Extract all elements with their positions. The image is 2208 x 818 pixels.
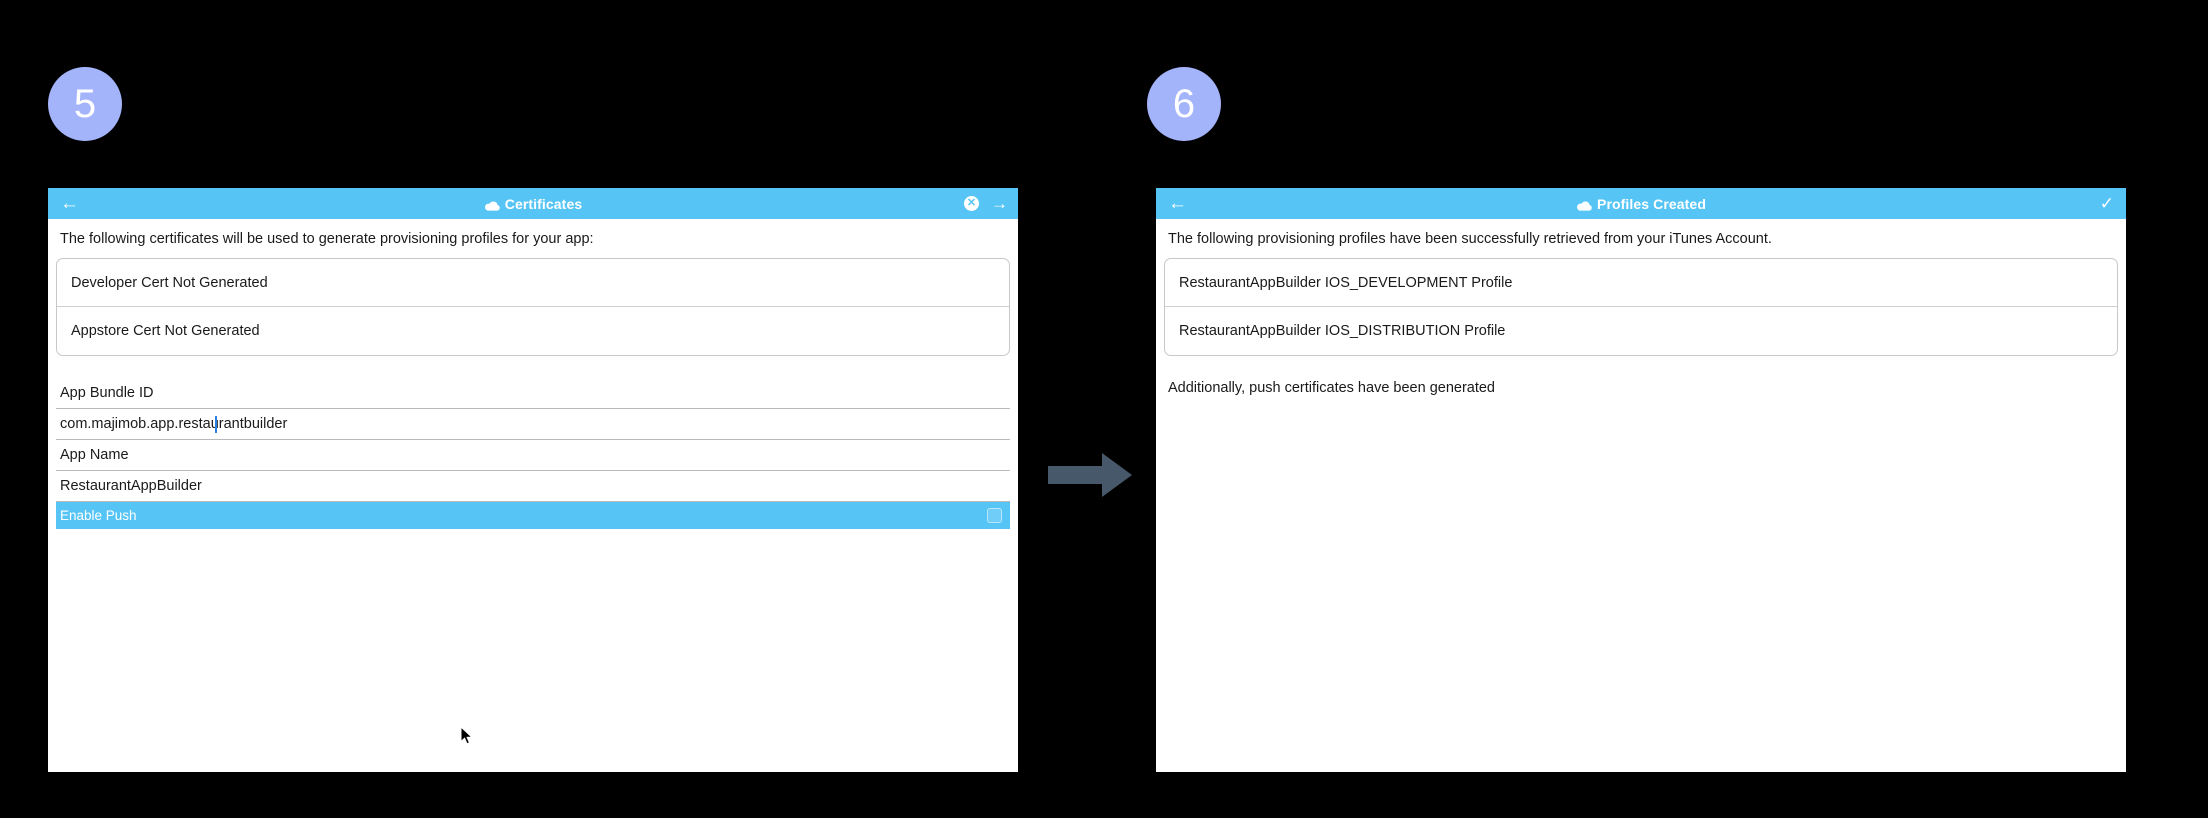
app-name-field-wrap[interactable]	[56, 471, 1010, 503]
step-badge-5-number: 5	[73, 82, 97, 126]
profiles-title-group: Profiles Created	[1156, 188, 2126, 219]
list-item[interactable]: RestaurantAppBuilder IOS_DEVELOPMENT Pro…	[1165, 259, 2117, 308]
certificates-title-group: Certificates	[48, 188, 1018, 219]
step-badge-6: 6	[1147, 67, 1221, 141]
certificates-titlebar: ← Certificates ✕ →	[48, 188, 1018, 219]
check-icon[interactable]: ✓	[2099, 194, 2114, 213]
app-bundle-id-field-wrap[interactable]	[56, 409, 1010, 441]
list-item-label: RestaurantAppBuilder IOS_DEVELOPMENT Pro…	[1179, 274, 1513, 291]
list-item-label: RestaurantAppBuilder IOS_DISTRIBUTION Pr…	[1179, 323, 1506, 340]
step-badge-5: 5	[48, 67, 122, 141]
arrow-right-icon[interactable]: →	[991, 194, 1008, 213]
list-item-label: Developer Cert Not Generated	[71, 274, 268, 291]
app-bundle-id-input[interactable]	[60, 409, 1006, 440]
cloud-icon	[484, 199, 501, 211]
app-name-input[interactable]	[60, 471, 1006, 502]
profiles-title-text: Profiles Created	[1597, 195, 1706, 212]
close-circle-icon[interactable]: ✕	[964, 196, 979, 211]
enable-push-label: Enable Push	[60, 508, 137, 524]
back-arrow-icon[interactable]: ←	[60, 193, 79, 214]
profiles-body: The following provisioning profiles have…	[1156, 219, 2126, 772]
list-item-label: Appstore Cert Not Generated	[71, 323, 260, 340]
profiles-titlebar: ← Profiles Created ✓	[1156, 188, 2126, 219]
arrow-right-thick-icon	[1044, 450, 1136, 500]
certificates-intro-text: The following certificates will be used …	[60, 231, 594, 247]
list-item[interactable]: Developer Cert Not Generated	[57, 259, 1009, 308]
certificates-titlebar-actions: ✕ →	[964, 195, 1008, 212]
app-name-label: App Name	[56, 440, 1010, 472]
profiles-intro-text: The following provisioning profiles have…	[1168, 231, 1772, 247]
profiles-titlebar-actions: ✓	[2100, 195, 2116, 212]
certificates-screen: ← Certificates ✕ → The following certifi…	[48, 188, 1018, 772]
profiles-created-screen: ← Profiles Created ✓ The following provi…	[1156, 188, 2126, 772]
checkbox-unchecked-icon[interactable]	[987, 508, 1002, 524]
certificates-body: The following certificates will be used …	[48, 219, 1018, 772]
app-details-form: App Bundle ID App Name Enable Push	[56, 378, 1010, 530]
cloud-icon	[1576, 199, 1593, 211]
enable-push-row[interactable]: Enable Push	[56, 502, 1010, 530]
text-caret	[215, 416, 217, 434]
profiles-list: RestaurantAppBuilder IOS_DEVELOPMENT Pro…	[1164, 258, 2118, 357]
push-certificates-note: Additionally, push certificates have bee…	[1168, 380, 1496, 397]
step-badge-6-number: 6	[1172, 82, 1196, 126]
list-item[interactable]: RestaurantAppBuilder IOS_DISTRIBUTION Pr…	[1165, 307, 2117, 355]
certificates-list: Developer Cert Not Generated Appstore Ce…	[56, 258, 1010, 357]
app-bundle-id-label: App Bundle ID	[56, 378, 1010, 410]
list-item[interactable]: Appstore Cert Not Generated	[57, 307, 1009, 355]
certificates-title-text: Certificates	[504, 195, 583, 212]
back-arrow-icon[interactable]: ←	[1168, 193, 1187, 214]
